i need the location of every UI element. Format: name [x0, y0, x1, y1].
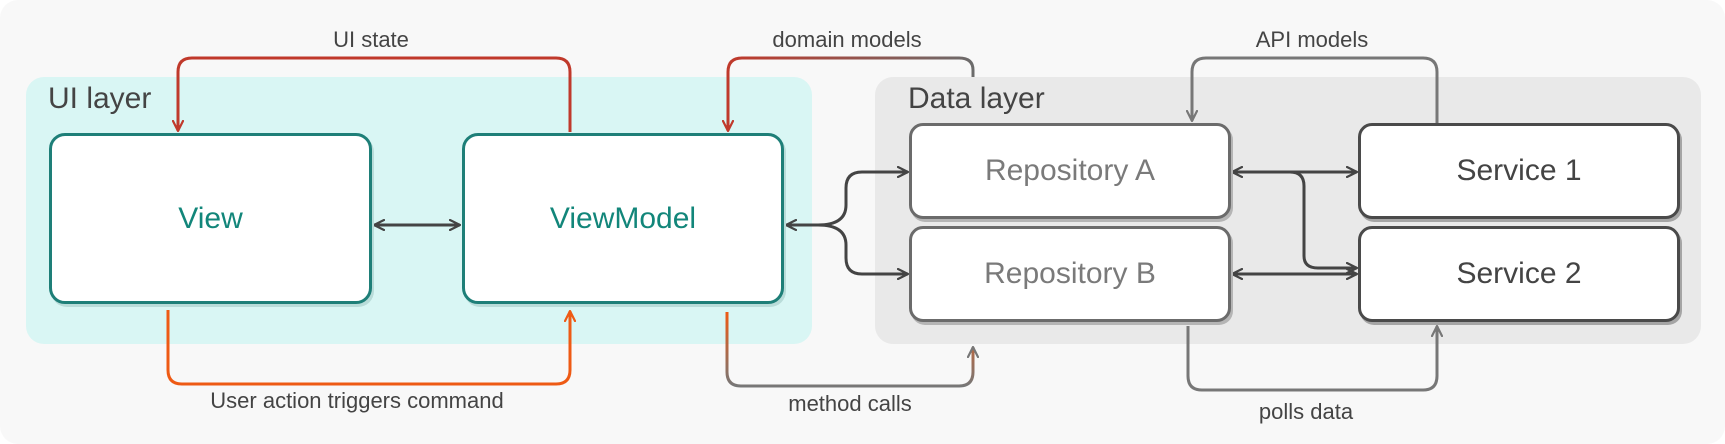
service-1-box: Service 1	[1358, 123, 1680, 219]
viewmodel-repository-a-arrow	[786, 172, 908, 225]
polls-data-label: polls data	[1258, 399, 1354, 424]
repository-a-service-2-arrow	[1289, 170, 1357, 268]
ui-layer-title: UI layer	[48, 82, 152, 115]
viewmodel-repository-b-arrow	[817, 223, 908, 274]
domain-models-arrow	[728, 56, 975, 131]
user-action-label: User action triggers command	[210, 388, 504, 413]
domain-models-label: domain models	[772, 27, 922, 52]
polls-data-arrow	[1186, 326, 1437, 392]
repository-b-box: Repository B	[909, 226, 1231, 322]
ui-state-arrow	[178, 56, 572, 132]
view-box: View	[49, 133, 372, 304]
api-models-arrow	[1192, 56, 1439, 123]
ui-state-label: UI state	[333, 27, 409, 52]
data-layer-title: Data layer	[908, 82, 1045, 115]
api-models-label: API models	[1255, 27, 1369, 52]
viewmodel-box: ViewModel	[462, 133, 784, 304]
user-action-arrow	[166, 310, 570, 386]
method-calls-arrow	[725, 312, 973, 388]
service-2-box: Service 2	[1358, 226, 1680, 322]
method-calls-label: method calls	[788, 391, 912, 416]
repository-a-box: Repository A	[909, 123, 1231, 219]
